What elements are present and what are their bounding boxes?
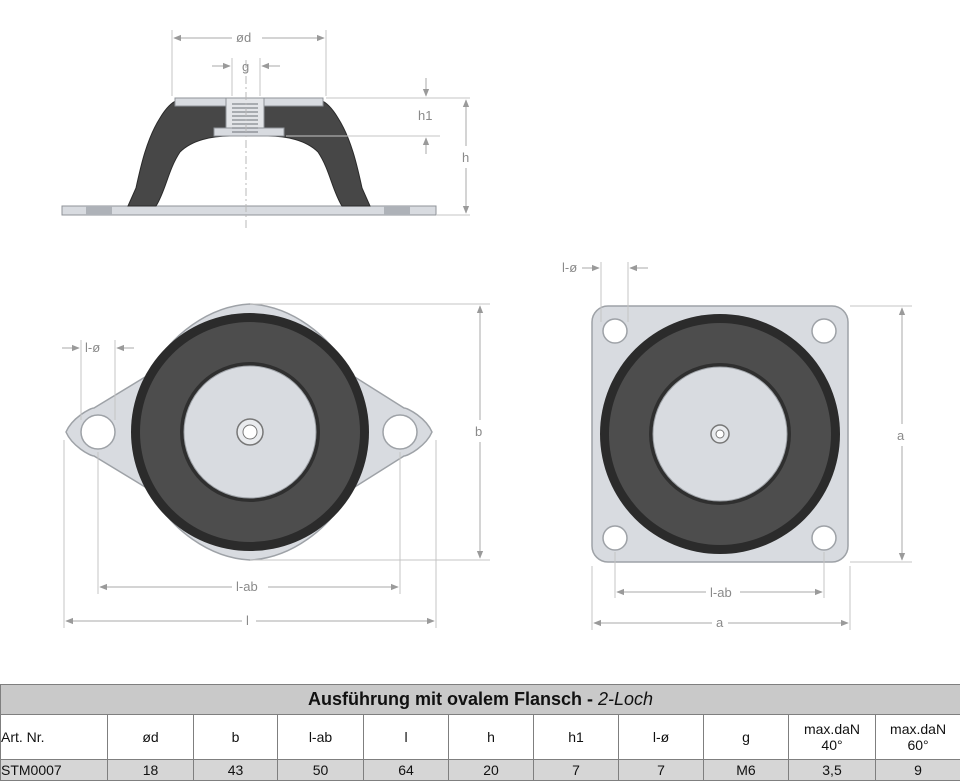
side-section-view: ød g h1 h [62, 30, 470, 228]
col-header-line: 60° [907, 737, 928, 753]
square-flange-top-view: l-ø a l-ab a [562, 260, 912, 630]
table-row: STM0007 18 43 50 64 20 7 7 M6 3,5 9 [1, 760, 960, 781]
dim-g-label: g [242, 59, 249, 74]
col-header: l-ø [619, 715, 704, 760]
col-header-line: max.daN [890, 721, 946, 737]
dim-l-dia-label-oval: l-ø [85, 340, 100, 355]
dim-h1-label: h1 [418, 108, 432, 123]
dim-b-label: b [475, 424, 482, 439]
table-title: Ausführung mit ovalem Flansch - 2-Loch [1, 685, 960, 715]
table-cell: 43 [194, 760, 278, 781]
dim-l-ab-label-oval: l-ab [236, 579, 258, 594]
table-cell: 64 [364, 760, 449, 781]
table-cell: 50 [278, 760, 364, 781]
col-header: g [704, 715, 789, 760]
col-header-line: max.daN [804, 721, 860, 737]
dim-l-ab-label-square: l-ab [710, 585, 732, 600]
dim-h-label: h [462, 150, 469, 165]
dim-a-label-horizontal: a [716, 615, 724, 630]
table-cell: 7 [619, 760, 704, 781]
col-header: Art. Nr. [1, 715, 108, 760]
table-cell: 7 [534, 760, 619, 781]
table-cell: 20 [449, 760, 534, 781]
table-title-row: Ausführung mit ovalem Flansch - 2-Loch [1, 685, 960, 715]
col-header: b [194, 715, 278, 760]
col-header: ød [108, 715, 194, 760]
table-cell: 3,5 [789, 760, 876, 781]
dim-od-label: ød [236, 30, 251, 45]
col-header-line: 40° [821, 737, 842, 753]
table-subtitle: 2-Loch [598, 689, 653, 709]
square-hole-tl [603, 319, 627, 343]
table-cell: M6 [704, 760, 789, 781]
col-header: h1 [534, 715, 619, 760]
col-header: h [449, 715, 534, 760]
square-hole-tr [812, 319, 836, 343]
flange-hole-right [383, 415, 417, 449]
square-hole-br [812, 526, 836, 550]
spec-table: Ausführung mit ovalem Flansch - 2-Loch A… [0, 684, 960, 781]
square-hole-bl [603, 526, 627, 550]
table-cell: 18 [108, 760, 194, 781]
oval-flange-top-view: l-ø b l-ab l [62, 304, 490, 628]
dim-a-label-vertical: a [897, 428, 905, 443]
table-title-text: Ausführung mit ovalem Flansch - [308, 689, 598, 709]
dim-l-label: l [246, 613, 249, 628]
flange-hole-left [81, 415, 115, 449]
col-header: l-ab [278, 715, 364, 760]
col-header: l [364, 715, 449, 760]
dim-l-dia-label-square: l-ø [562, 260, 577, 275]
table-cell: 9 [876, 760, 960, 781]
technical-drawing: ød g h1 h l-ø [0, 0, 960, 680]
table-cell: STM0007 [1, 760, 108, 781]
base-plate [62, 206, 436, 215]
